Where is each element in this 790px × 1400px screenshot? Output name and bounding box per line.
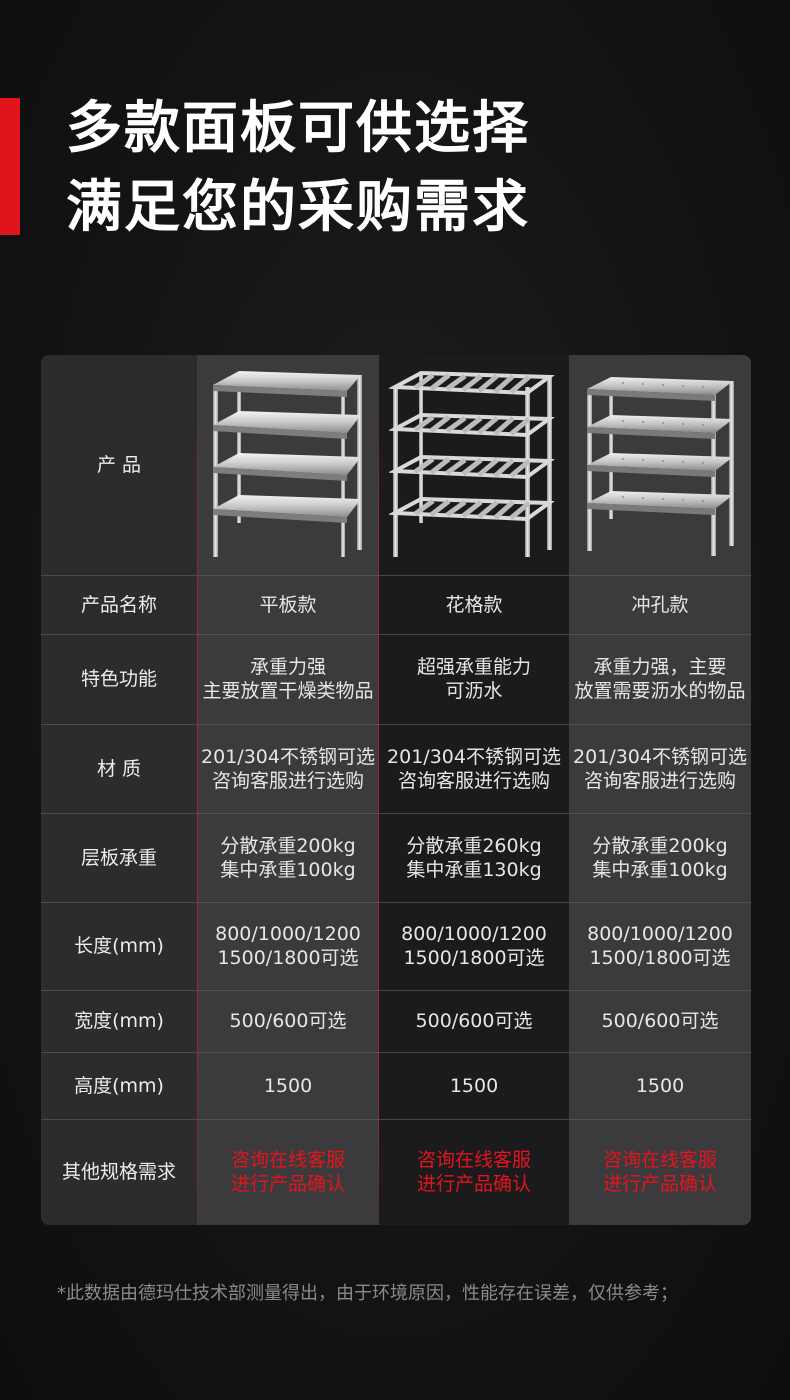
cell-line: 进行产品确认	[416, 1173, 531, 1195]
cell-line: 咨询在线客服	[230, 1149, 345, 1171]
cell-height-1: 1500	[263, 1074, 313, 1097]
cell-line: 分散承重200kg	[592, 834, 728, 857]
cell-line: 集中承重100kg	[592, 858, 728, 881]
row-label-height: 高度(mm)	[74, 1074, 164, 1097]
cell-line: 800/1000/1200	[587, 923, 733, 945]
grid-panel-shelf-image	[389, 370, 555, 557]
cell-line: 咨询客服进行选购	[583, 769, 736, 792]
cell-line: 主要放置干燥类物品	[202, 680, 374, 702]
cell-line: 进行产品确认	[602, 1173, 717, 1195]
cell-feature-1: 承重力强主要放置干燥类物品	[197, 634, 379, 724]
row-label-shelf-load: 层板承重	[80, 846, 157, 869]
row-divider	[41, 724, 751, 725]
cell-line: 集中承重130kg	[406, 858, 542, 881]
row-label-material: 材 质	[96, 757, 142, 780]
row-label-product-image: 产 品	[96, 454, 142, 476]
row-divider	[41, 1119, 751, 1120]
comparison-table: 产 品产品名称平板款花格款冲孔款特色功能承重力强主要放置干燥类物品超强承重能力可…	[41, 355, 751, 1225]
cell-line: 咨询客服进行选购	[211, 769, 364, 792]
flat-panel-shelf-image	[213, 371, 362, 557]
cell-line: 分散承重200kg	[220, 834, 356, 857]
page-title-line-1: 多款面板可供选择	[66, 96, 530, 161]
cell-feature-2: 超强承重能力可沥水	[379, 634, 569, 724]
cell-material-2: 201/304不锈钢可选咨询客服进行选购	[379, 724, 569, 813]
cell-line: 800/1000/1200	[215, 923, 361, 945]
cell-material-3: 201/304不锈钢可选咨询客服进行选购	[569, 724, 751, 813]
cell-line: 800/1000/1200	[401, 923, 547, 945]
row-divider	[41, 575, 751, 576]
cell-line: 咨询客服进行选购	[397, 769, 550, 792]
row-divider	[41, 902, 751, 903]
cell-height-3: 1500	[635, 1074, 685, 1097]
cell-line: 1500/1800可选	[217, 947, 359, 969]
cell-width-2: 500/600可选	[415, 1010, 533, 1032]
cell-line: 201/304不锈钢可选	[201, 745, 375, 768]
cell-line: 集中承重100kg	[220, 858, 356, 881]
cell-width-3: 500/600可选	[601, 1010, 719, 1032]
cell-line: 进行产品确认	[230, 1173, 345, 1195]
row-divider	[41, 1052, 751, 1053]
row-label-width: 宽度(mm)	[74, 1010, 164, 1032]
cell-line: 承重力强，主要	[593, 656, 727, 678]
cell-other-specs-3: 咨询在线客服进行产品确认	[569, 1119, 751, 1225]
cell-line: 咨询在线客服	[602, 1149, 717, 1171]
cell-feature-3: 承重力强，主要放置需要沥水的物品	[569, 634, 751, 724]
perforated-panel-shelf-image	[587, 377, 734, 556]
cell-other-specs-1: 咨询在线客服进行产品确认	[197, 1119, 379, 1225]
cell-line: 1500/1800可选	[589, 947, 731, 969]
row-divider	[41, 813, 751, 814]
label-column	[41, 355, 197, 1225]
cell-line: 超强承重能力	[416, 656, 531, 678]
cell-line: 201/304不锈钢可选	[387, 745, 561, 768]
row-label-product-name: 产品名称	[80, 593, 157, 616]
cell-height-2: 1500	[449, 1074, 499, 1097]
cell-line: 可沥水	[445, 680, 503, 702]
row-divider	[41, 634, 751, 635]
cell-other-specs-2: 咨询在线客服进行产品确认	[379, 1119, 569, 1225]
cell-line: 承重力强	[249, 656, 326, 678]
cell-product-name-2: 花格款	[445, 593, 503, 616]
page-title-line-2: 满足您的采购需求	[66, 175, 530, 240]
cell-width-1: 500/600可选	[229, 1010, 347, 1032]
row-divider	[41, 990, 751, 991]
cell-line: 1500/1800可选	[403, 947, 545, 969]
disclaimer-footnote: *此数据由德玛仕技术部测量得出，由于环境原因，性能存在误差，仅供参考；	[57, 1283, 678, 1304]
row-label-other-specs: 其他规格需求	[61, 1161, 176, 1183]
cell-line: 分散承重260kg	[406, 834, 542, 857]
cell-line: 咨询在线客服	[416, 1149, 531, 1171]
accent-bar	[0, 98, 20, 235]
cell-line: 201/304不锈钢可选	[573, 745, 747, 768]
cell-material-1: 201/304不锈钢可选咨询客服进行选购	[197, 724, 379, 813]
cell-product-name-3: 冲孔款	[631, 593, 689, 616]
row-label-length: 长度(mm)	[74, 935, 164, 957]
cell-product-name-1: 平板款	[259, 593, 317, 616]
row-label-feature: 特色功能	[80, 668, 157, 690]
cell-line: 放置需要沥水的物品	[574, 680, 746, 702]
